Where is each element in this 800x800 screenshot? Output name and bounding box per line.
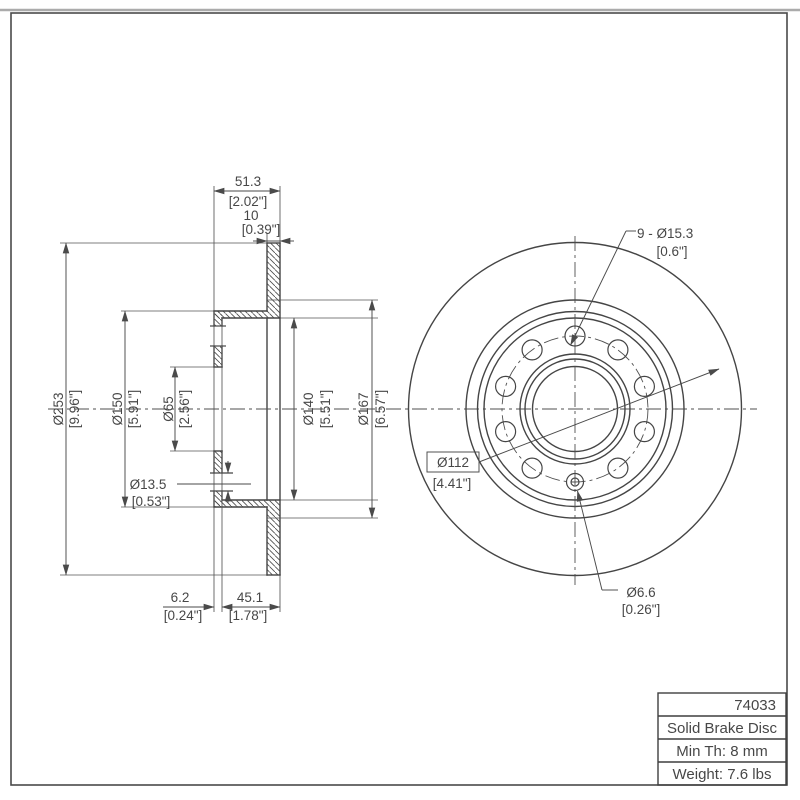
dim-hat-depth-mm: 45.1 — [237, 590, 263, 605]
dim-bolt-circle-in: [4.41"] — [433, 476, 472, 491]
hub-wall-hatch — [214, 311, 222, 326]
dim-inner-diameter-in: [5.51"] — [318, 390, 333, 429]
front-view: 9 - Ø15.3 [0.6"] Ø112 [4.41"] Ø6.6 [0.26… — [407, 226, 743, 617]
dim-overall-width-mm: 51.3 — [235, 174, 261, 189]
hat-skirt-top-hatch — [214, 311, 267, 318]
hat-skirt-bottom-hatch — [214, 500, 267, 507]
dim-outer-diameter-mm: Ø253 — [51, 392, 66, 425]
dim-screw-hole-in: [0.26"] — [622, 602, 661, 617]
section-view: 51.3 [2.02"] 10 [0.39"] Ø253 [9.96"] Ø15… — [48, 174, 757, 623]
hub-wall-hatch — [214, 451, 222, 473]
dim-lug-holes-in: [0.6"] — [656, 244, 687, 259]
dim-mount-hole-in: [0.53"] — [132, 494, 171, 509]
min-thickness: Min Th: 8 mm — [676, 743, 767, 760]
extension-lines — [60, 186, 378, 612]
dim-lug-holes-mm: 9 - Ø15.3 — [637, 226, 693, 241]
dim-hat-diameter-in: [5.91"] — [126, 390, 141, 429]
hub-wall-hatch — [214, 491, 222, 507]
dim-bolt-circle-mm: Ø112 — [437, 455, 469, 470]
dim-overall-width-in: [2.02"] — [229, 194, 268, 209]
part-weight: Weight: 7.6 lbs — [673, 766, 772, 783]
dim-center-bore-mm: Ø65 — [161, 396, 176, 422]
title-block: 74033 Solid Brake Disc Min Th: 8 mm Weig… — [657, 692, 787, 786]
dim-step-diameter-in: [6.57"] — [373, 390, 388, 429]
part-number: 74033 — [734, 697, 776, 714]
rotor-band-top-hatch — [267, 243, 280, 318]
set-screw-hole — [565, 472, 585, 492]
dim-hat-diameter-mm: Ø150 — [110, 392, 125, 425]
dim-center-bore-in: [2.56"] — [177, 390, 192, 429]
part-description: Solid Brake Disc — [667, 720, 778, 737]
dim-disc-thickness-in: [0.39"] — [242, 222, 281, 237]
hub-wall-hatch — [214, 346, 222, 367]
dim-inner-diameter-mm: Ø140 — [301, 392, 316, 425]
dim-hat-wall-in: [0.24"] — [164, 608, 203, 623]
dim-mount-hole-mm: Ø13.5 — [130, 477, 167, 492]
leader-lines — [478, 230, 720, 591]
bolt-circle-dim-box — [426, 451, 480, 473]
dim-outer-diameter-in: [9.96"] — [67, 390, 82, 429]
dim-disc-thickness-mm: 10 — [243, 208, 258, 223]
dim-hat-depth-in: [1.78"] — [229, 608, 268, 623]
lug-holes — [495, 325, 656, 479]
dim-screw-hole-mm: Ø6.6 — [626, 585, 655, 600]
dim-step-diameter-mm: Ø167 — [356, 392, 371, 425]
rotor-band-bottom-hatch — [267, 500, 280, 575]
dim-hat-wall-mm: 6.2 — [171, 590, 190, 605]
drawing-border — [10, 12, 788, 786]
